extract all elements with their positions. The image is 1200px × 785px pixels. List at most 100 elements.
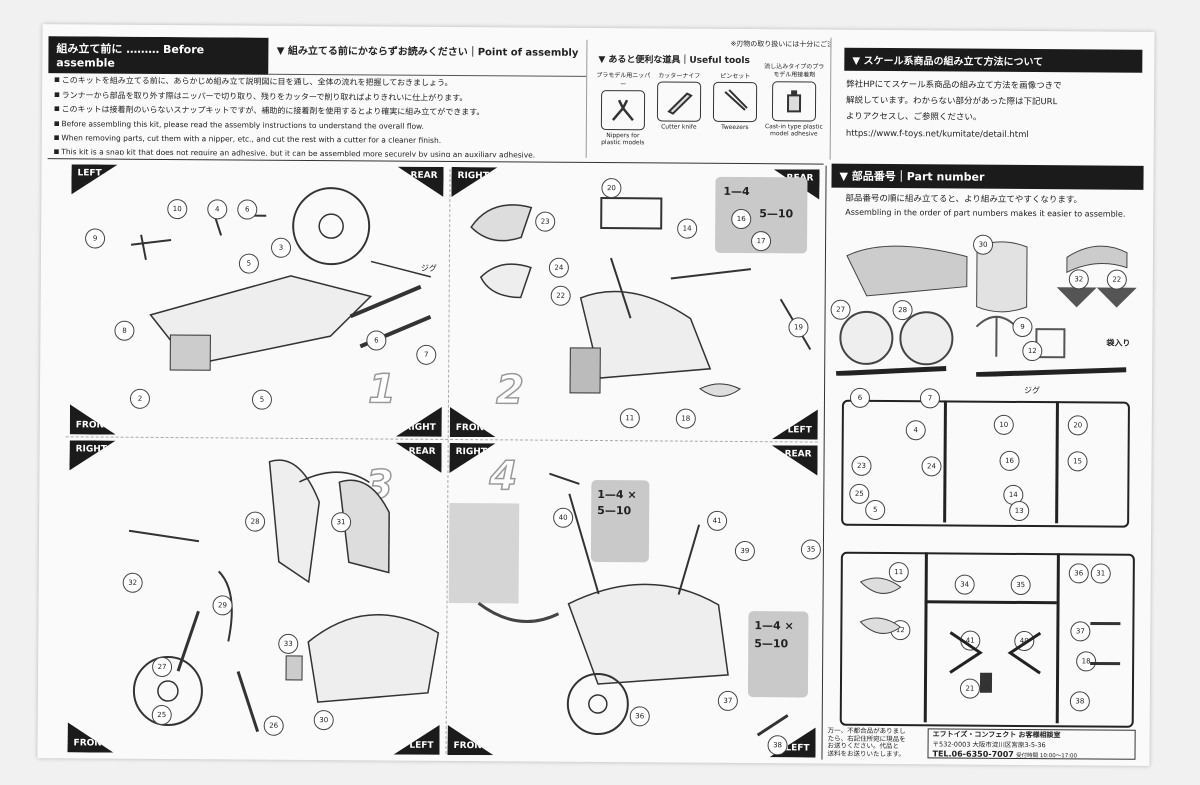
callout: 18 (675, 408, 696, 429)
tweezers-icon (712, 81, 758, 123)
notice-block: 万一、不都合品がありまし たら、右記住所宛に現品を お送りください。代品と 送料… (827, 727, 923, 759)
callout: 17 (751, 231, 772, 252)
step-1-panel: LEFT REAR FRONT RIGHT 1 ジグ 10 4 6 9 5 3 … (70, 164, 448, 437)
callout: 3 (270, 237, 292, 258)
company-hours: 受付時間 10:00〜17:00 (1016, 752, 1078, 760)
tool-tweezers-jp: ピンセット (720, 72, 751, 81)
callout: 22 (1106, 269, 1127, 290)
before-assemble-panel: 組み立て前に ……… Before assemble ▼ 組み立てる前にかならず… (47, 36, 588, 158)
instruction-sheet: 組み立て前に ……… Before assemble ▼ 組み立てる前にかならず… (37, 24, 1155, 766)
callout: 11 (619, 408, 640, 429)
callout: 7 (416, 344, 437, 365)
callout: 38 (767, 735, 788, 756)
callout: 32 (1068, 269, 1089, 290)
callout: 32 (122, 572, 143, 593)
tool-nipper: プラモデル用ニッパー Nippers for plastic models (596, 70, 651, 147)
tool-cutter-en: Cutter knife (661, 123, 697, 131)
callout: 23 (535, 211, 556, 232)
callout: 30 (972, 234, 994, 255)
web-title: ▼ スケール系商品の組み立て方法について (844, 47, 1143, 73)
callout: 27 (830, 299, 851, 320)
callout: 28 (892, 300, 913, 321)
callout: 7 (919, 388, 941, 409)
part-number-line-en: Assembling in the order of part numbers … (845, 207, 1126, 219)
part-number-panel: ▼ 部品番号｜Part number 部品番号の順に組み立てると、より組み立てや… (823, 160, 1149, 762)
nipper-icon (600, 90, 646, 131)
web-instructions-panel: ▼ スケール系商品の組み立て方法について 弊社HPにてスケール系商品の組み立て方… (834, 42, 1151, 162)
tool-adhesive-en: Cast-in type plastic model adhesive (764, 123, 823, 138)
callout: 28 (245, 511, 266, 532)
header-divider (47, 158, 824, 165)
callout: 9 (1012, 316, 1033, 338)
web-url-link[interactable]: https://www.f-toys.net/kumitate/detail.h… (845, 128, 1029, 141)
callout: 5 (865, 499, 886, 521)
callout: 29 (212, 595, 233, 616)
callout: 5 (238, 253, 259, 274)
callout: 4 (207, 199, 228, 220)
callout: 24 (548, 257, 569, 278)
company-name: エフトイズ・コンフェクト (932, 730, 1017, 739)
callout: 15 (1067, 451, 1088, 472)
callout: 20 (601, 178, 622, 199)
callout: 2 (129, 388, 151, 409)
callout: 16 (999, 450, 1020, 471)
callout: 23 (851, 455, 872, 476)
callout: 14 (677, 218, 698, 239)
callout: 6 (849, 387, 871, 408)
cutter-icon (656, 81, 702, 122)
tool-tweezers: ピンセット Tweezers (708, 71, 762, 131)
callout: 20 (1067, 415, 1088, 436)
runner-b-parts (859, 577, 1121, 693)
callout: 27 (152, 656, 173, 678)
company-box: エフトイズ・コンフェクト お客様相談室 〒532-0003 大阪市淀川区宮原3-… (927, 728, 1136, 760)
callout: 10 (993, 414, 1014, 435)
callout: 6 (237, 199, 258, 220)
tool-cutter: カッターナイフ Cutter knife (652, 70, 706, 131)
callout: 39 (734, 540, 755, 562)
useful-tools-panel: ※刃物の取り扱いには十分にご注意ください ▼ あると便利な道具｜Useful t… (589, 35, 832, 160)
parts-overview-diagram (836, 241, 1137, 378)
assemble-title: 組み立て前に ……… Before assemble (48, 36, 269, 75)
callout: 35 (800, 539, 821, 560)
tool-adhesive: 流し込みタイプのプラモデル用接着剤 Cast-in type plastic m… (764, 63, 825, 138)
tool-cutter-jp: カッターナイフ (658, 72, 701, 80)
callout: 40 (553, 507, 574, 528)
step-3-diagram (128, 459, 440, 733)
tool-nipper-jp: プラモデル用ニッパー (596, 71, 651, 89)
callout: 12 (1022, 340, 1043, 362)
part-number-title: ▼ 部品番号｜Part number (831, 163, 1144, 190)
callout: 8 (114, 320, 135, 341)
callout: 33 (278, 633, 299, 654)
assemble-list: このキットを組み立てる前に、あらかじめ組み立て説明図に目を通し、全体の流れを把握… (48, 73, 587, 158)
company-counter: お客様相談室 (1018, 730, 1061, 740)
callout: 9 (85, 228, 106, 249)
callout: 24 (921, 456, 942, 477)
tool-tweezers-en: Tweezers (721, 123, 749, 132)
parts-jig-label: ジグ (1024, 385, 1041, 396)
step-2-diagram (470, 197, 812, 397)
bag-label: 袋入り (1106, 338, 1131, 348)
callout: 4 (905, 420, 926, 441)
callout: 37 (717, 690, 738, 711)
tool-adhesive-jp: 流し込みタイプのプラモデル用接着剤 (764, 63, 825, 79)
step-4-panel: RIGHT REAR FRONT LEFT 4 1—4 × 5—10 1—4 ×… (447, 443, 821, 758)
tool-nipper-en: Nippers for plastic models (601, 132, 645, 147)
step-3-panel: RIGHT REAR FRONT LEFT 3 31 28 32 29 27 2… (67, 440, 445, 755)
step-2-panel: RIGHT REAR FRONT LEFT 2 1—4 5—10 23 20 1… (450, 167, 824, 440)
notice-line: 送料をお送りいたします。 (827, 749, 905, 758)
callout: 19 (788, 317, 809, 338)
callout: 25 (849, 483, 870, 504)
callout: 10 (167, 199, 188, 220)
callout: 16 (731, 208, 752, 230)
tools-title: ▼ あると便利な道具｜Useful tools (598, 55, 750, 67)
callout: 31 (331, 512, 352, 533)
callout: 26 (263, 715, 284, 736)
callout: 22 (550, 285, 571, 306)
point-title: ▼ 組み立てる前にかならずお読みください｜Point of assembly (268, 37, 587, 77)
callout: 36 (629, 706, 650, 727)
callout: 13 (1009, 500, 1030, 522)
step-4-diagram (448, 472, 789, 737)
adhesive-icon (771, 81, 817, 122)
company-phone: TEL.06-6350-7007 (932, 749, 1014, 759)
callout: 25 (151, 704, 172, 726)
